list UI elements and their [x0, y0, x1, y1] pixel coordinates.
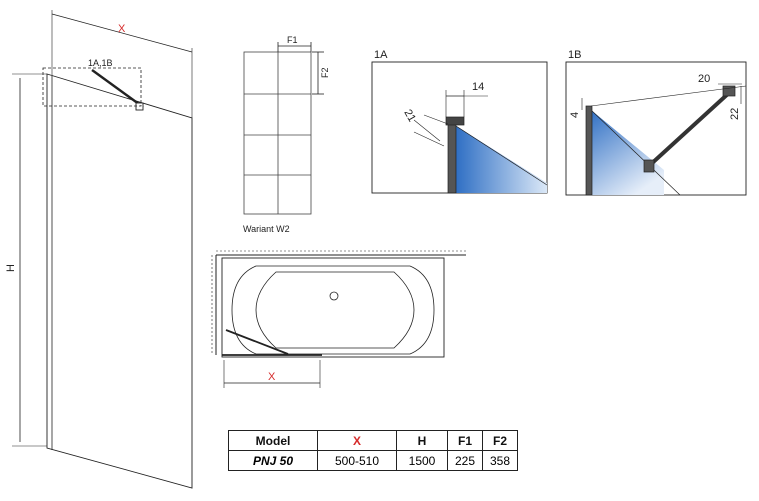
variant-w2-panel: [243, 42, 324, 215]
cell-f1: 225: [447, 450, 483, 471]
cell-h: 1500: [396, 450, 448, 471]
cell-f2: 358: [482, 450, 518, 471]
header-model: Model: [228, 430, 318, 451]
dim-22-label: 22: [729, 108, 741, 120]
header-f1: F1: [447, 430, 483, 451]
plan-view: [211, 250, 466, 388]
f2-label: F2: [320, 67, 330, 78]
table-row: PNJ 50 500-510 1500 225 358: [228, 450, 518, 471]
detail-1b-panel: [565, 61, 747, 196]
dim-20-label: 20: [698, 73, 710, 85]
header-f2: F2: [482, 430, 518, 451]
h-dimension-label: H: [5, 264, 17, 272]
dim-14-label: 14: [472, 81, 484, 93]
variant-label: Wariant W2: [243, 224, 290, 234]
main-elevation: [12, 10, 193, 489]
detail-ref-label: 1A,1B: [88, 58, 113, 68]
x-dimension-label: X: [118, 23, 126, 35]
spec-table: Model X H F1 F2 PNJ 50 500-510 1500 225 …: [228, 430, 518, 471]
cell-x: 500-510: [317, 450, 397, 471]
dim-21-label: 21: [401, 108, 418, 125]
dim-4-label: 4: [569, 112, 581, 118]
f1-label: F1: [287, 35, 298, 45]
panel-1a-label: 1A: [374, 49, 388, 61]
header-x: X: [317, 430, 397, 451]
cell-model: PNJ 50: [228, 450, 318, 471]
panel-1b-label: 1B: [568, 49, 581, 61]
detail-1a-panel: [371, 61, 548, 194]
table-header-row: Model X H F1 F2: [228, 430, 518, 451]
plan-x-label: X: [268, 371, 276, 383]
header-h: H: [396, 430, 448, 451]
